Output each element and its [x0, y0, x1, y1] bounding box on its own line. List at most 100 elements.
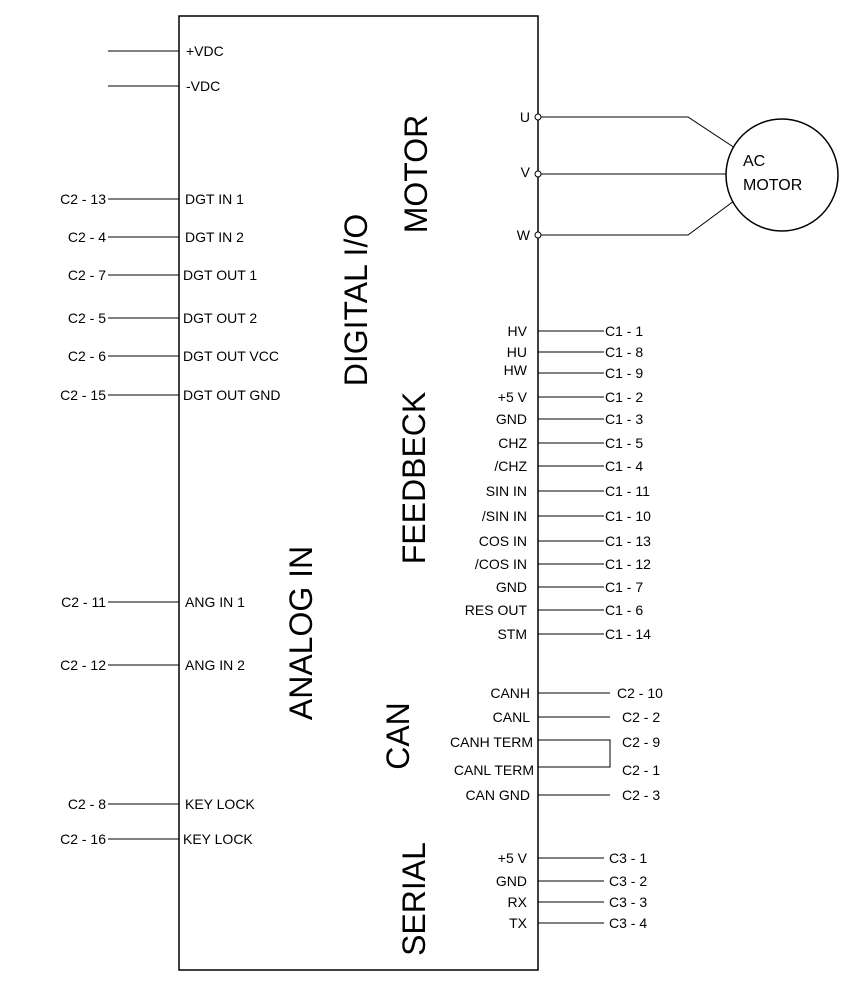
can-pin-row: CANH C2 - 10	[490, 685, 663, 701]
connector-label: C3 - 3	[609, 894, 647, 910]
connector-label: C2 - 5	[68, 310, 106, 326]
connector-label: C1 - 1	[605, 323, 643, 339]
pin-label: DGT IN 2	[185, 229, 244, 245]
pin-label: /CHZ	[494, 458, 527, 474]
pin-label: W	[517, 227, 531, 243]
feedback-pin-row: /SIN IN C1 - 10	[482, 508, 651, 524]
connector-label: C2 - 11	[61, 594, 106, 610]
connector-label: C2 - 10	[617, 685, 663, 701]
can-pin-row: CANH TERM C2 - 9	[450, 734, 660, 750]
connector-label: C2 - 13	[60, 191, 106, 207]
motor-label-line2: MOTOR	[743, 177, 802, 194]
pin-label: GND	[496, 411, 527, 427]
connector-label: C1 - 6	[605, 602, 643, 618]
left-pin-row: C2 - 12 ANG IN 2	[60, 657, 245, 673]
connector-label: C3 - 1	[609, 850, 647, 866]
can-termination-loop	[538, 739, 611, 768]
feedback-pin-row: SIN IN C1 - 11	[486, 483, 650, 499]
pin-label: +5 V	[498, 389, 528, 405]
feedback-pin-row: HV C1 - 1	[508, 323, 644, 339]
pin-label: ANG IN 1	[185, 594, 245, 610]
motor-phase-u: U	[520, 109, 739, 151]
pin-label: GND	[496, 873, 527, 889]
pin-label: RES OUT	[465, 602, 528, 618]
serial-pin-row: TX C3 - 4	[509, 915, 647, 931]
left-pin-row: C2 - 16 KEY LOCK	[60, 831, 253, 847]
left-pin-row: C2 - 8 KEY LOCK	[68, 796, 256, 812]
left-pin-row: C2 - 11 ANG IN 1	[61, 594, 245, 610]
pin-label: TX	[509, 915, 528, 931]
motor-wire	[541, 116, 739, 151]
feedback-pin-row: HU C1 - 8	[507, 344, 644, 360]
left-pin-row: C2 - 4 DGT IN 2	[68, 229, 244, 245]
left-pin-row: C2 - 15 DGT OUT GND	[60, 387, 280, 403]
pin-label: KEY LOCK	[183, 831, 253, 847]
pin-label: CANL	[493, 709, 531, 725]
pin-label: CANH	[490, 685, 530, 701]
connector-label: C1 - 2	[605, 389, 643, 405]
feedback-pin-row: +5 V C1 - 2	[498, 389, 644, 405]
pin-label: DGT OUT VCC	[183, 348, 279, 364]
feedback-pin-row: /COS IN C1 - 12	[475, 556, 651, 572]
feedback-pin-row: GND C1 - 3	[496, 411, 643, 427]
pin-label: CANL TERM	[454, 762, 534, 778]
pin-label: COS IN	[479, 533, 527, 549]
pin-label: /COS IN	[475, 556, 527, 572]
connector-label: C1 - 3	[605, 411, 643, 427]
can-pin-row: CAN GND C2 - 3	[465, 787, 660, 803]
pin-label: CANH TERM	[450, 734, 533, 750]
connector-label: C1 - 11	[605, 483, 650, 499]
motor-phase-w: W	[517, 197, 739, 243]
pin-label: GND	[496, 579, 527, 595]
serial-pin-row: GND C3 - 2	[496, 873, 647, 889]
pin-label: DGT OUT 1	[183, 267, 257, 283]
connector-label: C2 - 3	[622, 787, 660, 803]
power-label: -VDC	[186, 78, 220, 94]
pin-label: DGT IN 1	[185, 191, 244, 207]
connector-label: C2 - 7	[68, 267, 106, 283]
section-motor: MOTOR	[398, 115, 434, 234]
motor-phase-v: V	[521, 164, 726, 180]
feedback-pin-row: /CHZ C1 - 4	[494, 458, 643, 474]
section-feedback: FEEDBECK	[396, 392, 432, 564]
connector-label: C3 - 4	[609, 915, 647, 931]
pin-label: V	[521, 164, 531, 180]
connector-label: C2 - 8	[68, 796, 106, 812]
feedback-pin-row: RES OUT C1 - 6	[465, 602, 644, 618]
left-pin-row: C2 - 6 DGT OUT VCC	[68, 348, 279, 364]
can-pin-row: CANL TERM C2 - 1	[454, 762, 660, 778]
terminal-dot	[534, 113, 542, 121]
connector-label: C1 - 5	[605, 435, 643, 451]
pin-label: CAN GND	[465, 787, 530, 803]
pin-label: HV	[508, 323, 528, 339]
connector-label: C1 - 12	[605, 556, 651, 572]
section-can: CAN	[380, 702, 416, 770]
connector-label: C3 - 2	[609, 873, 647, 889]
connector-label: C2 - 16	[60, 831, 106, 847]
connector-label: C2 - 6	[68, 348, 106, 364]
connector-label: C2 - 1	[622, 762, 660, 778]
can-pin-row: CANL C2 - 2	[493, 709, 661, 725]
terminal-dot	[534, 231, 542, 239]
connector-label: C2 - 4	[68, 229, 106, 245]
left-pin-row: C2 - 13 DGT IN 1	[60, 191, 244, 207]
pin-label: +5 V	[498, 850, 528, 866]
feedback-pin-row: HW C1 - 9	[504, 362, 644, 381]
left-pin-row: C2 - 7 DGT OUT 1	[68, 267, 258, 283]
connector-label: C2 - 9	[622, 734, 660, 750]
feedback-pin-row: STM C1 - 14	[497, 626, 651, 642]
pin-label: HU	[507, 344, 527, 360]
controller-box	[178, 15, 539, 971]
pin-label: U	[520, 109, 530, 125]
connector-label: C1 - 13	[605, 533, 651, 549]
section-analog-in: ANALOG IN	[283, 546, 319, 720]
serial-pin-row: RX C3 - 3	[508, 894, 648, 910]
pin-label: CHZ	[498, 435, 527, 451]
left-pin-row: C2 - 5 DGT OUT 2	[68, 310, 258, 326]
connector-label: C1 - 4	[605, 458, 643, 474]
feedback-pin-row: COS IN C1 - 13	[479, 533, 651, 549]
pin-label: KEY LOCK	[185, 796, 255, 812]
pin-label: ANG IN 2	[185, 657, 245, 673]
pin-label: DGT OUT GND	[183, 387, 281, 403]
